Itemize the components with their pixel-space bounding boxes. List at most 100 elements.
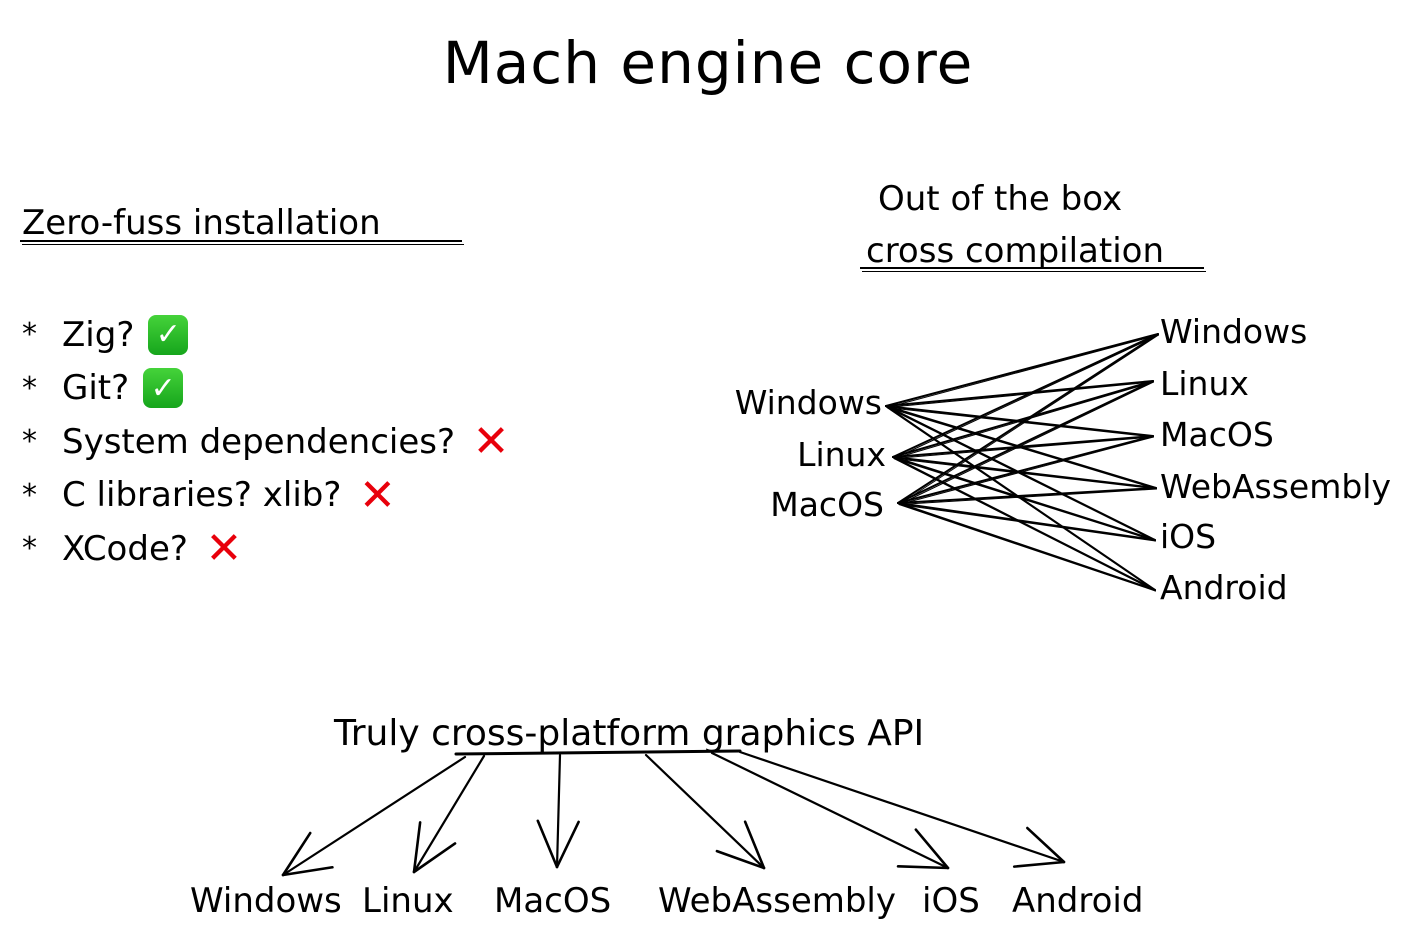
edge-macos-to-windows — [898, 334, 1159, 505]
arrow-shaft-macos — [555, 753, 562, 869]
checklist-item: * Git? ✓ — [22, 362, 513, 416]
edge-linux-to-webassembly — [892, 456, 1157, 489]
edge-macos-to-linux — [898, 381, 1154, 505]
graphics-api-heading: Truly cross-platform graphics API — [334, 716, 924, 752]
edge-windows-to-ios — [886, 407, 1156, 542]
edge-linux-to-macos — [892, 435, 1154, 458]
target-node-webassembly: WebAssembly — [1160, 467, 1391, 506]
edge-windows-to-webassembly — [886, 407, 1157, 490]
edge-linux-to-webassembly — [893, 458, 1157, 490]
arrow-shaft-linux — [412, 754, 486, 874]
checklist-item: * System dependencies? ✕ — [22, 415, 513, 469]
arrow-shaft-ios — [710, 751, 950, 870]
edge-macos-to-windows — [897, 333, 1159, 504]
page-title: Mach engine core — [442, 29, 974, 97]
source-node-windows: Windows — [734, 383, 882, 422]
edge-windows-to-windows — [885, 333, 1159, 407]
edge-macos-to-ios — [898, 504, 1156, 542]
edge-macos-to-linux — [897, 380, 1154, 504]
arrow-head-windows — [281, 865, 334, 877]
bullet-asterisk: * — [22, 531, 37, 567]
edge-windows-to-macos — [886, 407, 1154, 438]
edge-windows-to-linux — [885, 380, 1154, 407]
cross-mark-icon: ✕ — [358, 469, 396, 521]
arrow-head-linux — [412, 821, 422, 874]
graphics-api-heading-emphasis: cross-platform — [431, 713, 691, 754]
checklist-item-label: Zig? — [62, 314, 135, 355]
arrow-head-android — [1026, 826, 1066, 864]
zero-fuss-heading-underline — [20, 240, 464, 245]
arrow-head-webassembly — [715, 849, 766, 870]
target-node-macos: MacOS — [1160, 415, 1274, 454]
checklist-item: * C libraries? xlib? ✕ — [22, 469, 513, 523]
api-target-webassembly: WebAssembly — [658, 881, 896, 921]
cross-compilation-edges — [885, 333, 1159, 592]
edge-linux-to-ios — [893, 458, 1156, 542]
edge-windows-to-android — [886, 407, 1156, 592]
edge-macos-to-android — [897, 502, 1156, 591]
check-mark-button-icon: ✓ — [143, 368, 184, 409]
arrow-shaft-windows — [281, 755, 467, 877]
edge-windows-to-android — [885, 405, 1156, 591]
edge-windows-to-windows — [886, 334, 1159, 408]
arrow-head-linux — [412, 842, 457, 874]
edge-windows-to-ios — [885, 405, 1156, 541]
graphics-api-arrows — [281, 750, 1066, 877]
arrow-head-macos — [555, 820, 580, 869]
arrow-head-android — [1012, 860, 1066, 868]
arrow-shaft-webassembly — [644, 753, 766, 870]
arrow-head-webassembly — [743, 820, 766, 870]
cross-mark-icon: ✕ — [205, 523, 243, 575]
edge-linux-to-windows — [892, 333, 1159, 458]
bullet-asterisk: * — [22, 477, 37, 513]
source-node-macos: MacOS — [770, 485, 884, 524]
edge-linux-to-windows — [893, 334, 1159, 459]
edge-macos-to-webassembly — [898, 488, 1157, 505]
target-node-android: Android — [1160, 568, 1288, 607]
arrow-shaft-android — [738, 750, 1066, 864]
edge-macos-to-webassembly — [897, 487, 1157, 504]
edge-macos-to-macos — [897, 435, 1154, 504]
edge-macos-to-android — [898, 504, 1156, 592]
graphics-api-heading-suffix: graphics API — [701, 713, 925, 754]
api-target-linux: Linux — [362, 881, 454, 921]
edge-linux-to-linux — [893, 381, 1154, 459]
edge-windows-to-webassembly — [885, 405, 1157, 489]
edge-linux-to-android — [893, 458, 1156, 592]
bullet-asterisk: * — [22, 424, 37, 460]
check-mark-button-icon: ✓ — [148, 314, 189, 355]
installation-checklist: * Zig? ✓ * Git? ✓ * System dependencies?… — [22, 308, 513, 576]
source-node-linux: Linux — [797, 435, 886, 474]
checklist-item: * XCode? ✕ — [22, 522, 513, 576]
checklist-item: * Zig? ✓ — [22, 308, 513, 362]
zero-fuss-heading: Zero-fuss installation — [22, 203, 381, 243]
edge-windows-to-linux — [886, 381, 1154, 408]
checklist-item-label: System dependencies? — [62, 421, 456, 462]
edge-linux-to-linux — [892, 380, 1154, 458]
target-node-ios: iOS — [1160, 517, 1217, 556]
api-target-windows: Windows — [190, 881, 342, 921]
edge-linux-to-android — [892, 456, 1156, 591]
cross-compilation-heading-underline — [860, 267, 1206, 272]
api-target-macos: MacOS — [494, 881, 612, 921]
target-node-windows: Windows — [1160, 312, 1308, 351]
checklist-item-label: XCode? — [62, 528, 188, 569]
edge-macos-to-ios — [897, 502, 1156, 541]
edge-linux-to-ios — [892, 456, 1156, 541]
cross-mark-icon: ✕ — [472, 416, 510, 468]
arrow-head-ios — [896, 865, 950, 870]
checklist-item-label: C libraries? xlib? — [62, 475, 342, 516]
arrow-head-windows — [281, 831, 312, 877]
checklist-item-label: Git? — [62, 368, 130, 409]
target-node-linux: Linux — [1160, 364, 1249, 403]
api-target-ios: iOS — [922, 881, 980, 921]
cross-compilation-heading-line1: Out of the box — [878, 179, 1123, 219]
edge-linux-to-macos — [893, 436, 1154, 459]
graphics-api-heading-prefix: Truly — [334, 713, 420, 754]
cross-compilation-heading-line2: cross compilation — [866, 231, 1165, 271]
arrow-head-macos — [536, 819, 559, 869]
edge-windows-to-macos — [885, 405, 1154, 437]
bullet-asterisk: * — [22, 370, 37, 406]
arrow-head-ios — [914, 828, 950, 870]
bullet-asterisk: * — [22, 317, 37, 353]
